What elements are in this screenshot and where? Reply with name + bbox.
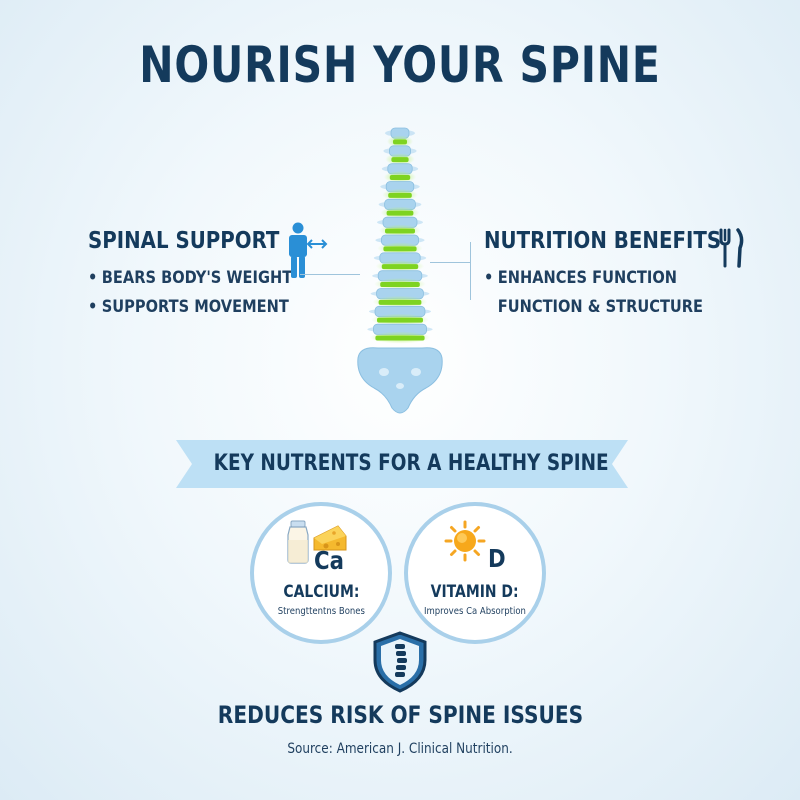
cheese-icon [313,525,347,551]
person-arrow-icon [289,222,328,278]
calcium-card: Ca CALCIUM: Strengttentns Bones [250,502,392,644]
connector-line [430,262,470,263]
spinal-disc [383,246,417,252]
nutrition-benefits-panel: NUTRITION BENEFITS •ENHANCES FUNCTION FU… [484,228,774,326]
vitamin-d-card: D VITAMIN D: Improves Ca Absorption [404,502,546,644]
spinal-disc [385,228,415,234]
spinal-support-panel: SPINAL SUPPORT •BEARS BODY'S WEIGHT •SUP… [88,228,348,326]
spinal-disc [378,299,422,305]
spinal-disc [393,139,407,145]
milk-bottle-icon [287,520,309,564]
spinal-support-list: •BEARS BODY'S WEIGHT •SUPPORTS MOVEMENT [88,268,348,317]
spinal-disc [375,335,425,341]
banner-label: KEY NUTRENTS FOR A HEALTHY SPINE [213,451,609,476]
nutrition-benefits-list: •ENHANCES FUNCTION FUNCTION & STRUCTURE [484,268,774,317]
list-item: •BEARS BODY'S WEIGHT [88,268,293,288]
spine-illustration [357,127,443,414]
vitamin-d-description: Improves Ca Absorption [424,606,526,617]
spinal-disc [377,317,423,323]
vitamin-d-symbol: D [488,544,506,573]
calcium-description: Strengttentns Bones [277,606,365,617]
calcium-symbol: Ca [314,546,344,575]
list-item: •SUPPORTS MOVEMENT [88,297,289,317]
source-citation: Source: American J. Clinical Nutrition. [287,741,513,757]
page-title: NOURISH YOUR SPINE [139,36,661,94]
spinal-disc [389,175,411,181]
list-item: FUNCTION & STRUCTURE [497,297,704,317]
connector-line [300,274,360,275]
spinal-support-heading: SPINAL SUPPORT [88,228,280,254]
key-nutrients-banner: KEY NUTRENTS FOR A HEALTHY SPINE [176,440,628,488]
spinal-disc [391,157,409,163]
connector-line [470,242,471,300]
spinal-disc [380,282,420,288]
list-item: •ENHANCES FUNCTION [484,268,678,288]
nutrition-benefits-heading: NUTRITION BENEFITS [484,228,722,254]
spine-shield-icon [373,631,427,693]
calcium-name: CALCIUM: [282,582,360,602]
fork-knife-icon [719,228,744,268]
spinal-disc [388,192,412,198]
spinal-disc [381,264,419,270]
spinal-disc [386,210,414,216]
reduces-risk-title: REDUCES RISK OF SPINE ISSUES [217,701,583,729]
vitamin-d-name: VITAMIN D: [431,582,519,602]
sun-icon [444,520,486,562]
